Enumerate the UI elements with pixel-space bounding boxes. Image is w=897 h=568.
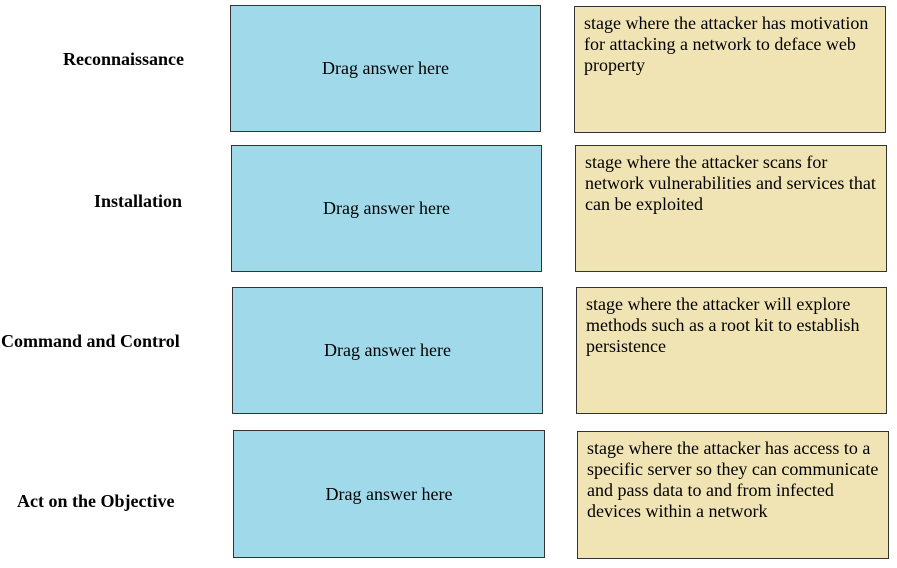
term-act-on-the-objective: Act on the Objective (17, 491, 175, 511)
drop-target-placeholder: Drag answer here (322, 58, 449, 78)
drop-target-act-on-the-objective[interactable]: Drag answer here (233, 430, 545, 558)
drop-target-installation[interactable]: Drag answer here (231, 145, 542, 272)
answer-card-text: stage where the attacker has motivation … (584, 13, 869, 75)
term-command-and-control: Command and Control (1, 331, 180, 351)
term-installation: Installation (94, 191, 183, 211)
drop-target-placeholder: Drag answer here (323, 198, 450, 218)
drop-target-placeholder: Drag answer here (324, 340, 451, 360)
answer-card-scan[interactable]: stage where the attacker scans for netwo… (575, 145, 887, 272)
drop-target-reconnaissance[interactable]: Drag answer here (230, 5, 541, 132)
term-reconnaissance: Reconnaissance (63, 49, 184, 69)
answer-card-text: stage where the attacker has access to a… (587, 438, 879, 521)
answer-card-server-access[interactable]: stage where the attacker has access to a… (577, 431, 889, 559)
answer-card-rootkit[interactable]: stage where the attacker will explore me… (576, 287, 887, 414)
drop-target-command-and-control[interactable]: Drag answer here (232, 287, 543, 414)
drop-target-placeholder: Drag answer here (325, 483, 453, 504)
answer-card-text: stage where the attacker scans for netwo… (585, 152, 876, 214)
answer-card-text: stage where the attacker will explore me… (586, 294, 860, 356)
answer-card-deface[interactable]: stage where the attacker has motivation … (574, 6, 886, 133)
